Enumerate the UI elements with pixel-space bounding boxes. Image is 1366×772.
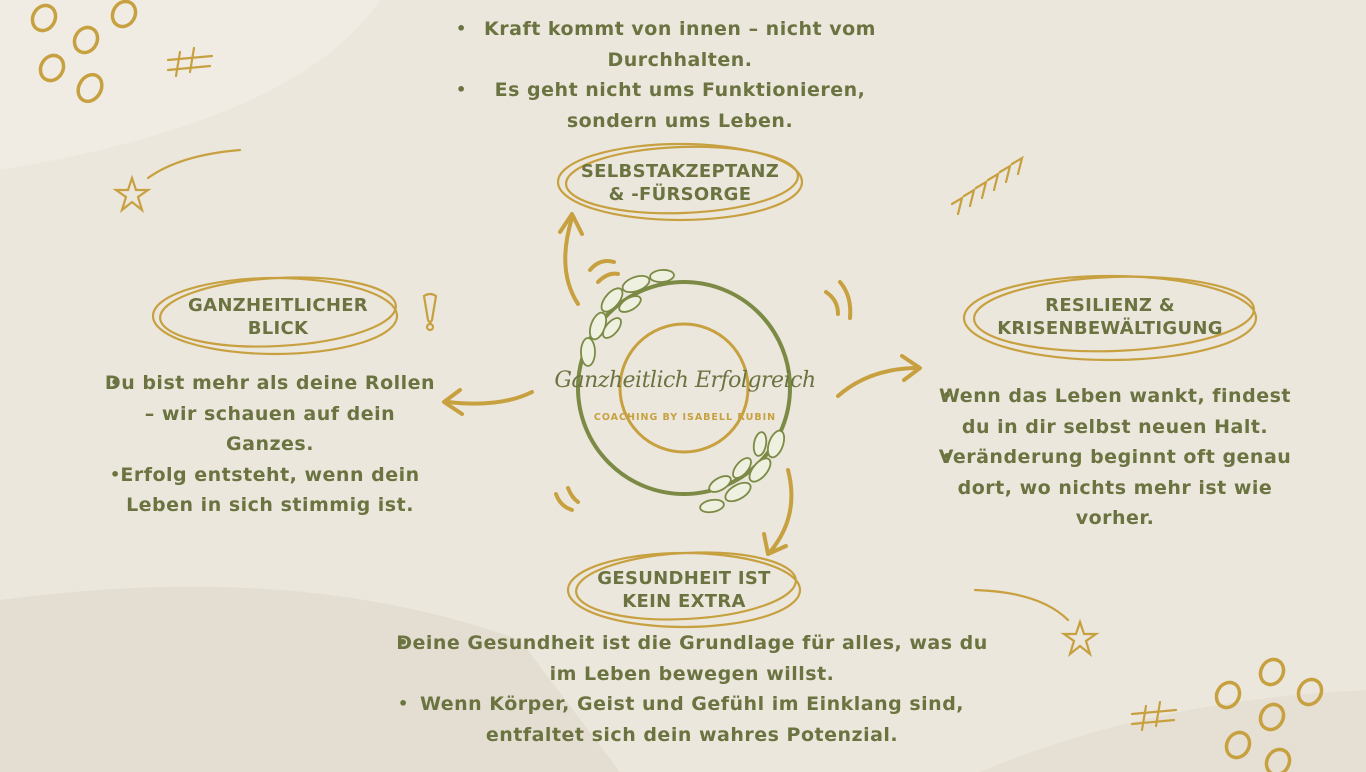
arrow-right-icon xyxy=(836,354,922,398)
bullet-item: Deine Gesundheit ist die Grundlage für a… xyxy=(392,628,992,689)
arrow-down-icon xyxy=(762,468,794,556)
label-line: GANZHEITLICHER xyxy=(188,295,368,316)
label-line: BLICK xyxy=(247,318,309,339)
label-line: RESILIENZ & xyxy=(1045,295,1175,316)
bullet-item: Es geht nicht ums Funktionieren, sondern… xyxy=(452,75,908,136)
star-icon xyxy=(1060,618,1100,658)
chevrons-icon xyxy=(950,155,1024,216)
topic-label-resilience: RESILIENZ & KRISENBEWÄLTIGUNG xyxy=(962,294,1258,340)
label-line: GESUNDHEIT IST xyxy=(597,568,771,589)
shooting-star-trail xyxy=(973,588,1070,622)
logo-wreath xyxy=(576,269,792,514)
star-icon xyxy=(112,174,152,214)
bullet-item: Erfolg entsteht, wenn dein Leben in sich… xyxy=(100,460,440,521)
ellipse-self xyxy=(556,142,804,222)
sparkle-icon xyxy=(554,492,574,512)
label-line: & -FÜRSORGE xyxy=(608,184,752,205)
dot-doodle-icon xyxy=(110,0,138,29)
dot-doodle-icon xyxy=(1224,730,1252,760)
resilience-bullet-list: Wenn das Leben wankt, findest du in dir … xyxy=(930,381,1300,534)
bullet-item: Wenn Körper, Geist und Gefühl im Einklan… xyxy=(392,689,992,750)
sparkle-icon xyxy=(588,259,616,272)
label-line: KRISENBEWÄLTIGUNG xyxy=(997,318,1223,339)
bullet-item: Wenn das Leben wankt, findest du in dir … xyxy=(930,381,1300,442)
dot-doodle-icon xyxy=(1264,747,1292,772)
label-line: SELBSTAKZEPTANZ xyxy=(580,161,780,182)
ellipse-holistic xyxy=(151,276,399,356)
topic-label-holistic: GANZHEITLICHER BLICK xyxy=(158,294,398,340)
hash-doodle-icon xyxy=(166,46,214,78)
holistic-bullet-list: Du bist mehr als deine Rollen – wir scha… xyxy=(100,368,440,521)
logo-title: Ganzheitlich Erfolgreich xyxy=(554,368,816,393)
dot-doodle-icon xyxy=(1258,702,1286,732)
dot-doodle-icon xyxy=(1296,677,1324,707)
topic-label-self: SELBSTAKZEPTANZ & -FÜRSORGE xyxy=(560,160,800,206)
dot-doodle-icon xyxy=(72,25,100,55)
health-bullet-list: Deine Gesundheit ist die Grundlage für a… xyxy=(392,628,992,750)
shooting-star-trail xyxy=(146,148,242,180)
dot-doodle-icon xyxy=(76,72,104,104)
bullet-item: Du bist mehr als deine Rollen – wir scha… xyxy=(100,368,440,460)
label-line: KEIN EXTRA xyxy=(622,591,746,612)
sparkle-icon xyxy=(596,271,620,284)
arrow-left-icon xyxy=(442,388,534,416)
exclamation-dot-icon xyxy=(425,322,435,332)
dot-doodle-icon xyxy=(38,53,66,83)
ellipse-resilience xyxy=(962,274,1258,362)
dot-doodle-icon xyxy=(1258,657,1286,687)
dot-doodle-icon xyxy=(1214,680,1242,710)
topic-label-health: GESUNDHEIT IST KEIN EXTRA xyxy=(570,567,798,613)
logo-subtitle: COACHING BY ISABELL RUBIN xyxy=(593,412,777,423)
dot-doodle-icon xyxy=(30,3,58,33)
bullet-item: Veränderung beginnt oft genau dort, wo n… xyxy=(930,442,1300,534)
hash-doodle-icon xyxy=(1130,700,1178,732)
bullet-item: Kraft kommt von innen – nicht vom Durchh… xyxy=(452,14,908,75)
exclamation-icon xyxy=(422,292,438,324)
self-bullet-list: Kraft kommt von innen – nicht vom Durchh… xyxy=(452,14,908,136)
ellipse-health xyxy=(566,551,802,629)
sparkle-icon xyxy=(838,280,853,320)
arrow-up-icon xyxy=(558,212,584,306)
sparkle-icon xyxy=(566,486,580,504)
sparkle-icon xyxy=(824,290,840,316)
